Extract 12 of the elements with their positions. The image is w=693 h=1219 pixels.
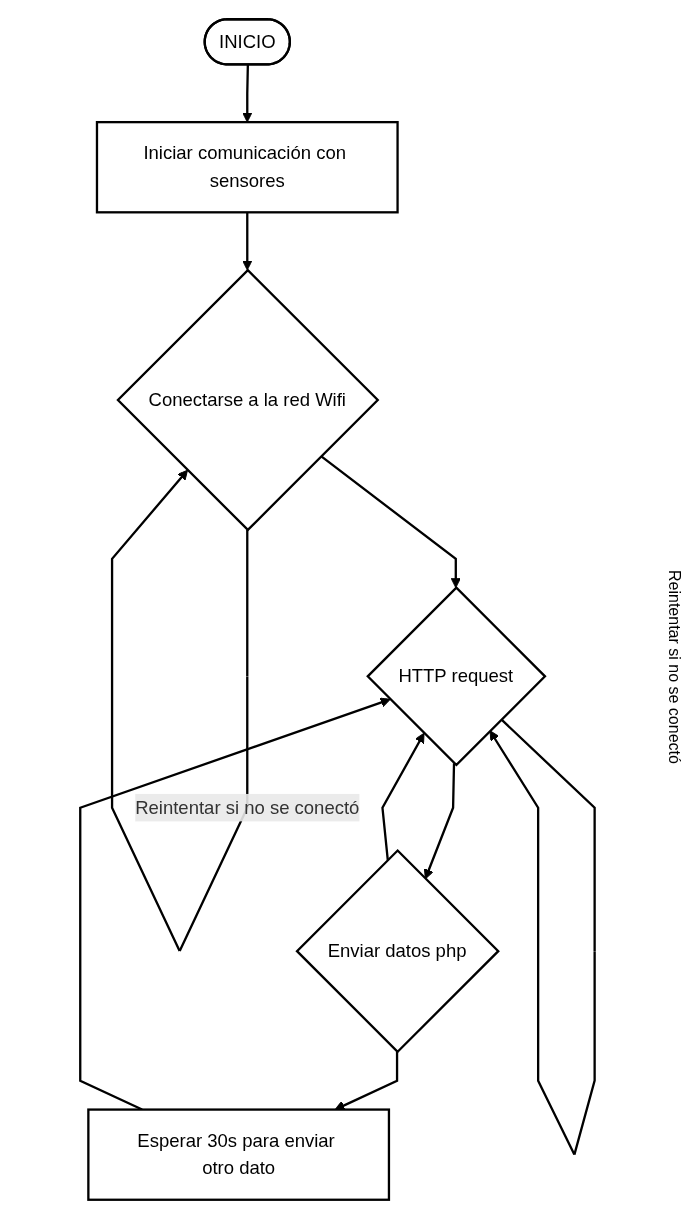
- arrow: [381, 732, 425, 860]
- node-diamond: HTTP request: [366, 586, 547, 767]
- node-diamond: Conectarse a la red Wifi: [116, 268, 380, 532]
- arrow: [423, 763, 456, 880]
- note-text: Reintentar si no se conectó: [666, 570, 683, 764]
- node-box: Esperar 30s para enviar otro dato: [87, 1108, 391, 1201]
- arrow: [242, 64, 253, 123]
- arrow: [320, 455, 461, 589]
- node-diamond: Enviar datos php: [295, 848, 500, 1054]
- node-box: Iniciar comunicación con sensores: [95, 121, 399, 214]
- edge-label: Reintentar si no se conectó: [135, 797, 360, 817]
- arrow: [242, 212, 253, 271]
